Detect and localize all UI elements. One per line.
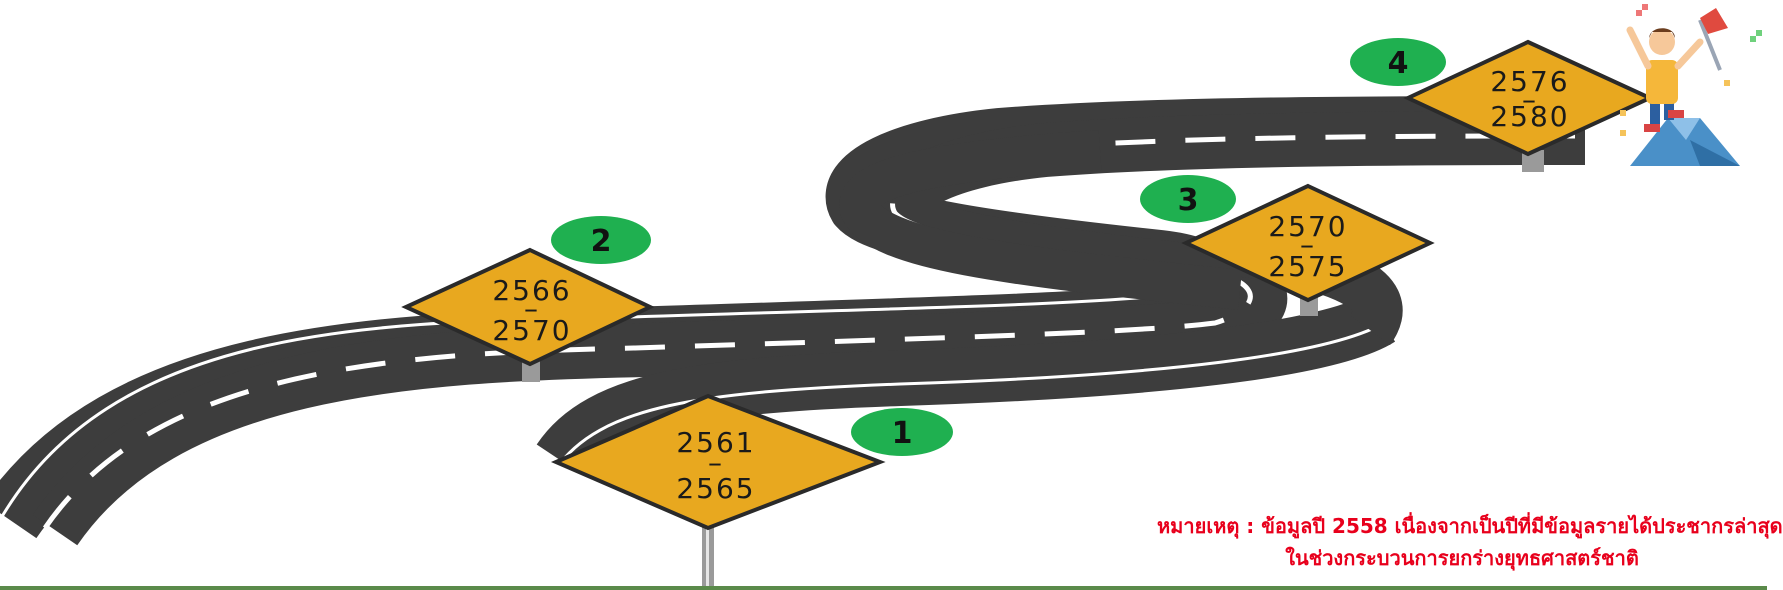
sign-start-year: 2570 bbox=[1268, 210, 1347, 243]
sign-dash: – bbox=[708, 446, 724, 479]
footnote-line-2: ในช่วงกระบวนการยกร่างยุทธศาสตร์ชาติ bbox=[1285, 546, 1639, 570]
badge-number: 3 bbox=[1178, 183, 1199, 218]
footnote: หมายเหตุ : ข้อมูลปี 2558 เนื่องจากเป็นปี… bbox=[1157, 510, 1783, 574]
person-with-flag-icon bbox=[1620, 4, 1762, 136]
diamond-sign bbox=[1181, 183, 1435, 303]
mountain-icon bbox=[1630, 118, 1740, 166]
badge-number: 1 bbox=[892, 416, 913, 451]
sign-start-year: 2576 bbox=[1490, 65, 1569, 98]
sign-post bbox=[1300, 296, 1318, 316]
milestone-sign-4: 2576 – 2580 bbox=[1403, 39, 1655, 172]
milestone-badge-2: 2 bbox=[551, 216, 651, 264]
badge-number: 4 bbox=[1388, 46, 1409, 81]
sign-dash: – bbox=[524, 292, 540, 325]
sign-end-year: 2575 bbox=[1268, 250, 1347, 283]
diamond-sign bbox=[401, 247, 655, 367]
milestone-badge-4: 4 bbox=[1350, 38, 1446, 86]
milestone-sign-2: 2566 – 2570 bbox=[401, 247, 655, 382]
diamond-sign bbox=[550, 393, 886, 531]
sign-start-year: 2561 bbox=[676, 426, 755, 459]
sign-end-year: 2565 bbox=[676, 472, 755, 505]
milestone-badge-3: 3 bbox=[1140, 175, 1236, 223]
sign-post bbox=[522, 360, 540, 382]
sign-end-year: 2580 bbox=[1490, 100, 1569, 133]
milestone-sign-1: 2561 – 2565 bbox=[550, 393, 886, 590]
milestone-badge-1: 1 bbox=[851, 408, 953, 456]
bottom-divider bbox=[0, 586, 1767, 590]
sign-end-year: 2570 bbox=[492, 314, 571, 347]
footnote-line-1: หมายเหตุ : ข้อมูลปี 2558 เนื่องจากเป็นปี… bbox=[1157, 514, 1783, 538]
sign-start-year: 2566 bbox=[492, 274, 571, 307]
sign-dash: – bbox=[1300, 228, 1316, 261]
badge-number: 2 bbox=[591, 224, 612, 259]
diamond-sign bbox=[1403, 39, 1655, 157]
milestone-sign-3: 2570 – 2575 bbox=[1181, 183, 1435, 316]
sign-dash: – bbox=[1522, 83, 1538, 116]
